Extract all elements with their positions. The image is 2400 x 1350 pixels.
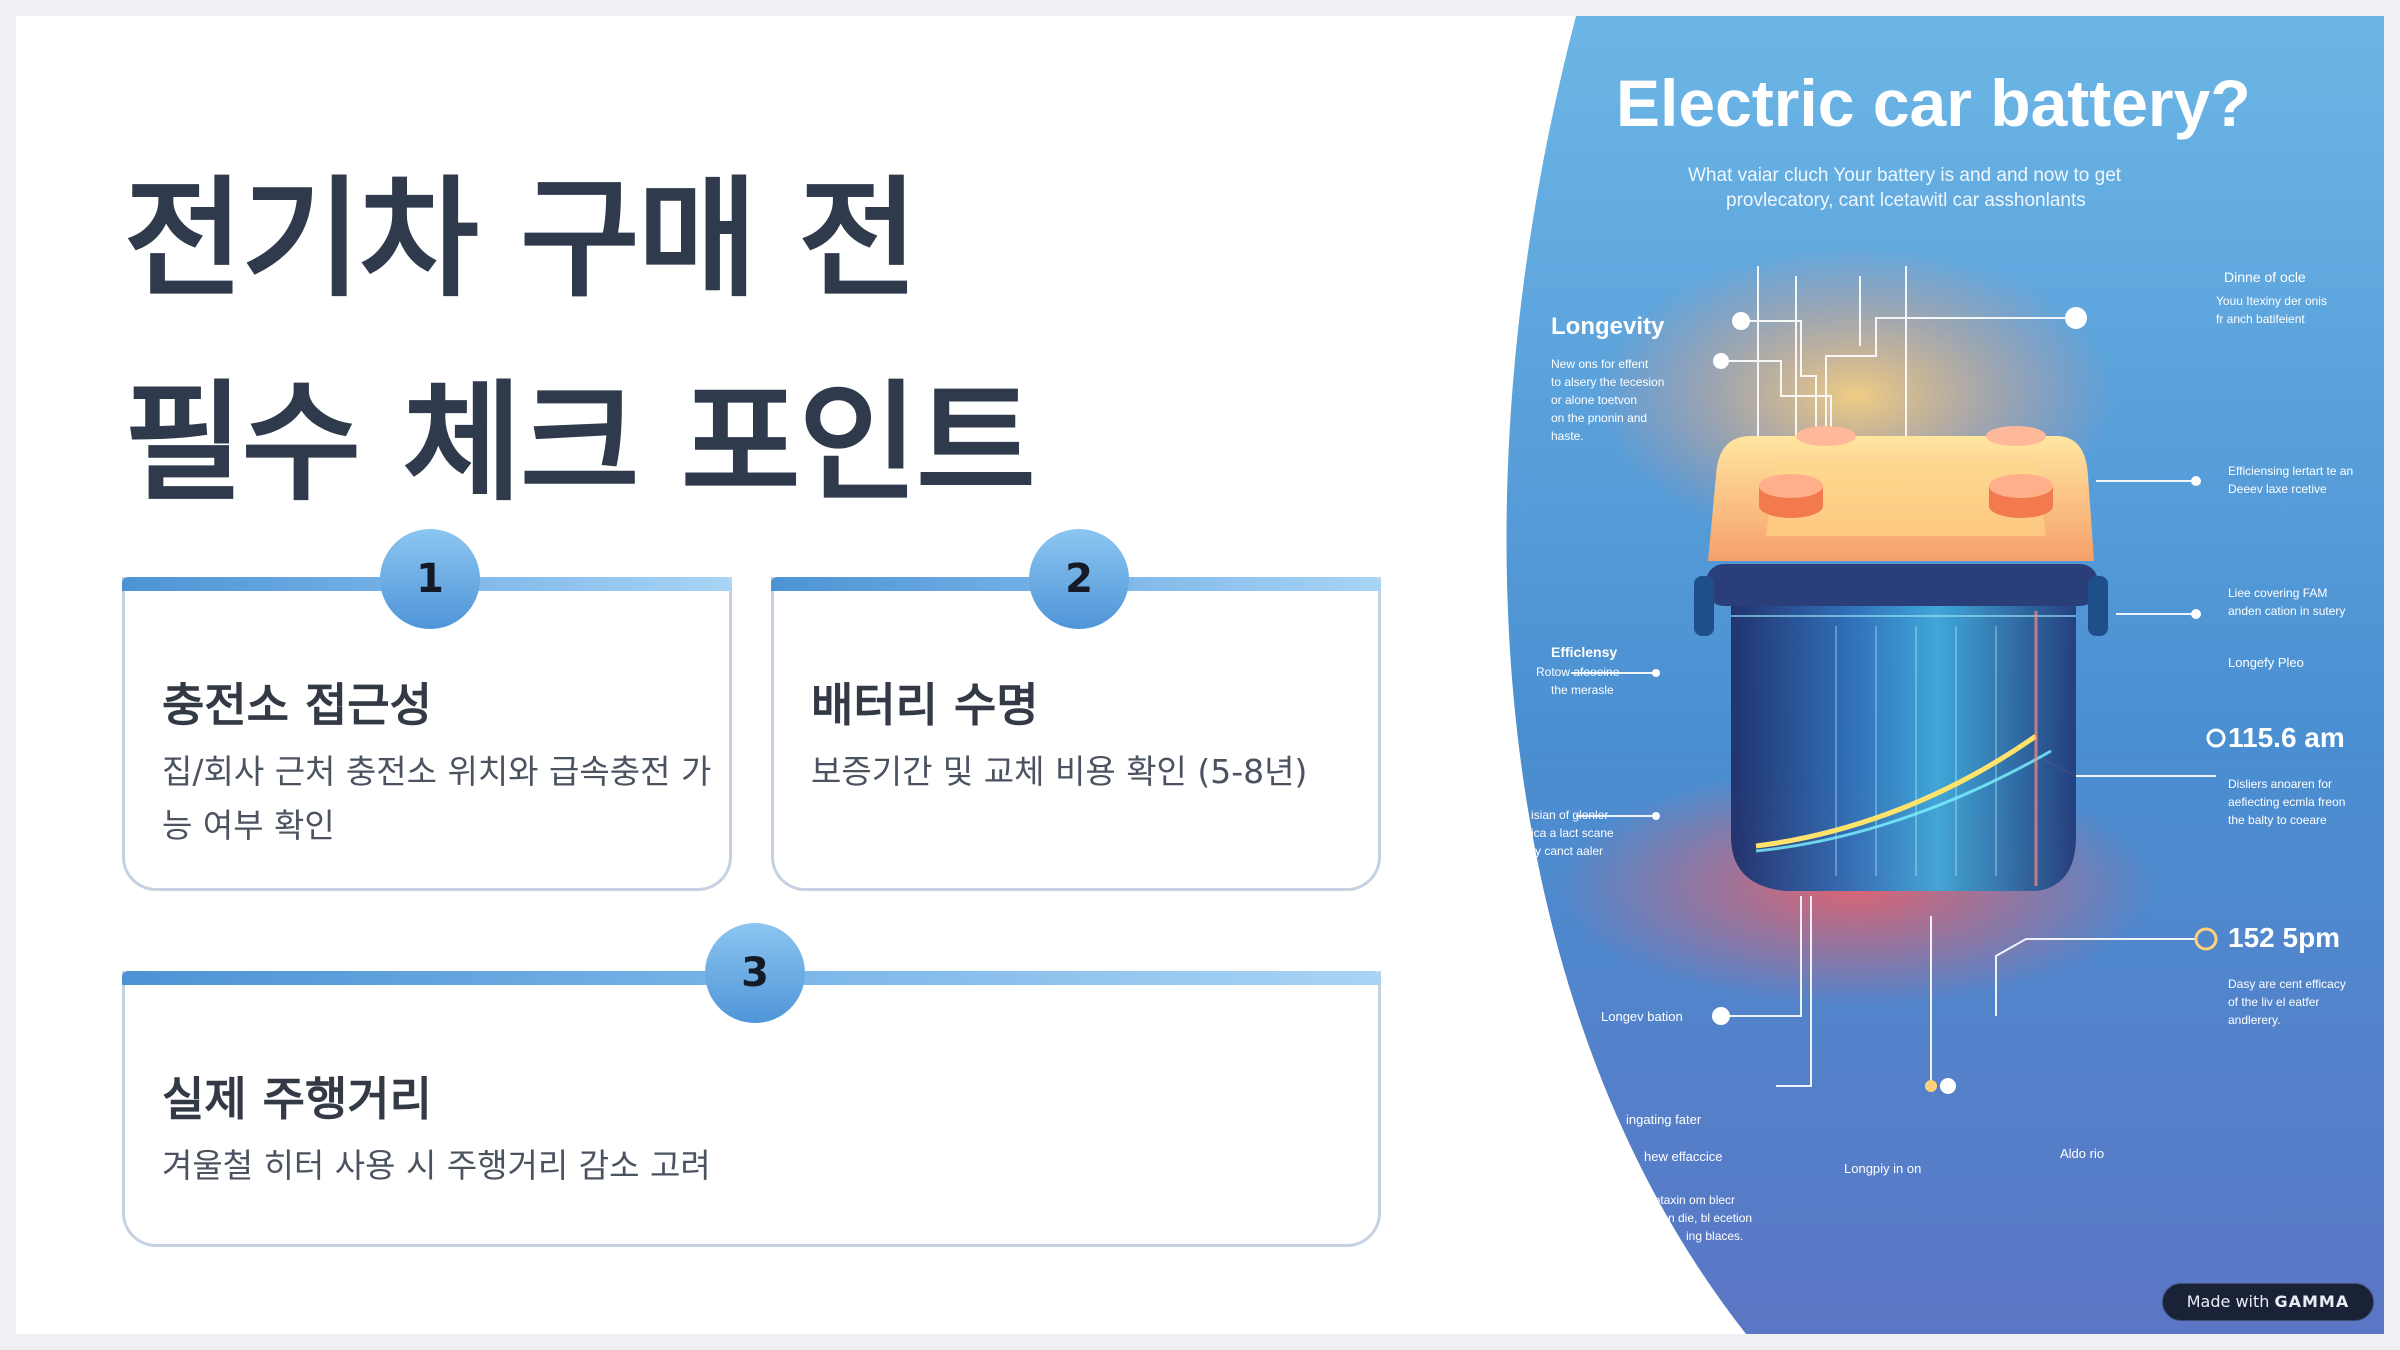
illustration-label: of the liv el eatfer [2228, 995, 2319, 1009]
illustration-label: Dasy are cent efficacy [2228, 977, 2346, 991]
card-number-badge: 2 [1029, 529, 1129, 629]
slide-title-line-1: 전기차 구매 전 [124, 163, 918, 315]
illustration-label: ry canct aaler [1531, 844, 1603, 858]
illustration-label: anden cation in sutery [2228, 604, 2345, 618]
battery-illustration: Electric car battery? What vaiar cluch Y… [1476, 16, 2384, 1334]
illustration-labels: Electric car battery? What vaiar cluch Y… [1531, 66, 2353, 1243]
illustration-label: hew effaccice [1644, 1149, 1723, 1164]
badge-prefix: Made with [2186, 1292, 2270, 1311]
made-with-gamma-badge[interactable]: Made with GAMMA [2162, 1283, 2374, 1321]
illustration-label: aefiecting ecmla freon [2228, 795, 2345, 809]
illustration-label: ing blaces. [1686, 1229, 1743, 1243]
card-number-badge: 3 [705, 923, 805, 1023]
illustration-label: on the pnonin and [1551, 411, 1647, 425]
card-description: 겨울철 히터 사용 시 주행거리 감소 고려 [162, 1146, 711, 1185]
illustration-label: Longpiy in on [1844, 1161, 1921, 1176]
illustration-label: Dinne of ocle [2224, 269, 2306, 285]
illustration-label: andlerery. [2228, 1013, 2280, 1027]
gamma-logo: GAMMA [2274, 1292, 2350, 1311]
illustration-label: Rotow afeoeine [1536, 665, 1620, 679]
illustration-label: Longev bation [1601, 1009, 1683, 1024]
card-description: 집/회사 근처 충전소 위치와 급속충전 가능 여부 확인 [162, 752, 712, 845]
illustration-label: 152 5pm [2228, 922, 2340, 953]
illustration-label: What vaiar cluch Your battery is and and… [1688, 165, 2122, 186]
illustration-label: ingating fater [1626, 1112, 1702, 1127]
illustration-label: lotaxin om blecr [1651, 1193, 1735, 1207]
checkpoint-card-1: 1 충전소 접근성 집/회사 근처 충전소 위치와 급속충전 가능 여부 확인 [122, 529, 732, 891]
slide: 전기차 구매 전 필수 체크 포인트 1 충전소 접근성 집/회사 근처 충전소… [16, 16, 2384, 1334]
illustration-label: Longefy Pleo [2228, 655, 2304, 670]
checkpoint-card-2: 2 배터리 수명 보증기간 및 교체 비용 확인 (5-8년) [771, 529, 1381, 891]
illustration-label: Efficiensing lertart te an [2228, 464, 2353, 478]
illustration-label: isian of glonler [1531, 808, 1608, 822]
illustration-label: Disliers anoaren for [2228, 777, 2332, 791]
card-title: 충전소 접근성 [162, 678, 432, 732]
illustration-label: n die, bl ecetion [1668, 1211, 1752, 1225]
illustration-label: ica a lact scane [1531, 826, 1614, 840]
card-title: 배터리 수명 [811, 678, 1039, 732]
illustration-label: the balty to coeare [2228, 813, 2327, 827]
checkpoint-card-3: 3 실제 주행거리 겨울철 히터 사용 시 주행거리 감소 고려 [122, 923, 1381, 1247]
slide-title-line-2: 필수 체크 포인트 [124, 367, 1036, 519]
illustration-label: Efficlensy [1551, 644, 1617, 660]
illustration-label: the merasle [1551, 683, 1614, 697]
illustration-label: Youu Itexiny der onis [2216, 294, 2327, 308]
illustration-label: Electric car battery? [1616, 66, 2251, 140]
card-number-badge: 1 [380, 529, 480, 629]
illustration-label: fr anch batifeient [2216, 312, 2305, 326]
illustration-label: to alsery the tecesion [1551, 375, 1664, 389]
illustration-label: provlecatory, cant lcetawitl car asshonl… [1726, 190, 2086, 211]
illustration-label: or alone toetvon [1551, 393, 1637, 407]
card-title: 실제 주행거리 [162, 1072, 432, 1126]
illustration-label: New ons for effent [1551, 357, 1649, 371]
illustration-label: 115.6 am [2228, 722, 2345, 753]
illustration-label: Deeev laxe rcetive [2228, 482, 2327, 496]
illustration-label: Liee covering FAM [2228, 586, 2327, 600]
illustration-label: Aldo rio [2060, 1146, 2104, 1161]
illustration-label: haste. [1551, 429, 1584, 443]
illustration-label: Longevity [1551, 313, 1665, 340]
card-description: 보증기간 및 교체 비용 확인 (5-8년) [811, 752, 1308, 791]
